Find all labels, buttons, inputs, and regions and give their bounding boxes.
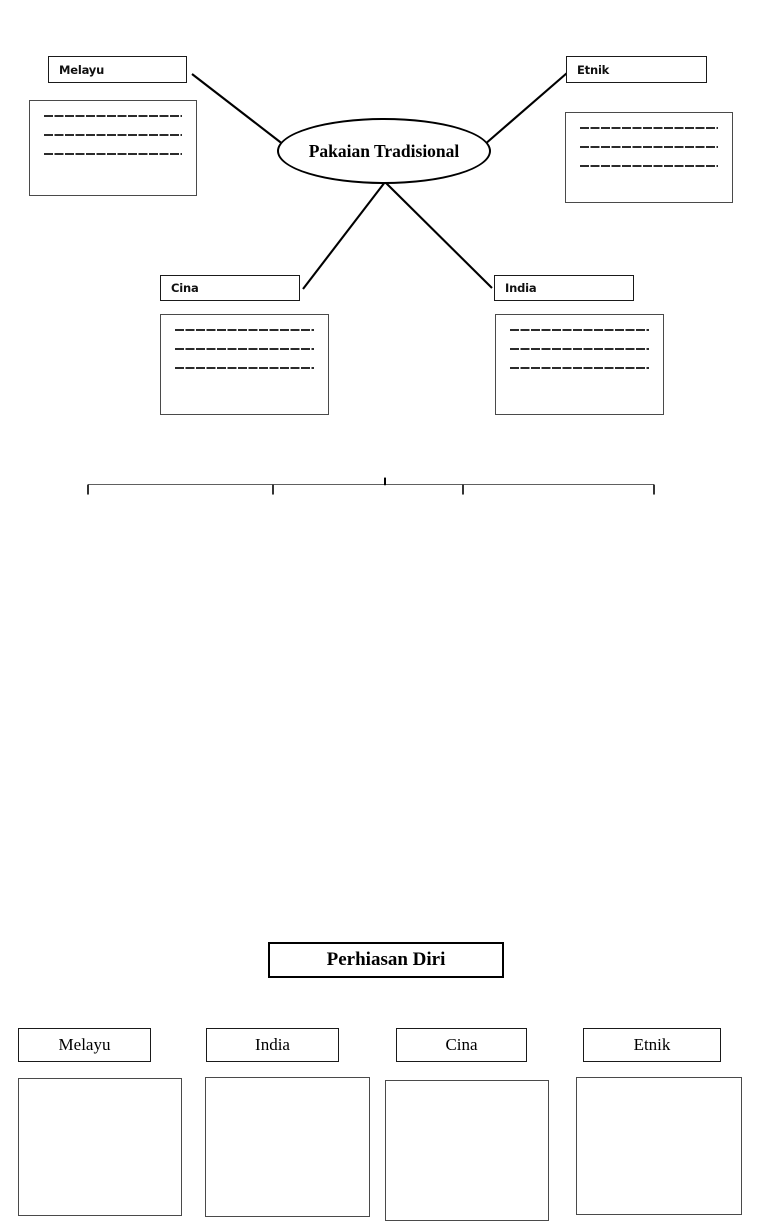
tree-label-etnik[interactable]: Etnik bbox=[583, 1028, 721, 1062]
note-rule bbox=[175, 329, 314, 331]
note-rule bbox=[510, 367, 649, 369]
note-rule bbox=[510, 329, 649, 331]
note-box-cina[interactable] bbox=[160, 314, 329, 415]
note-box-india[interactable] bbox=[495, 314, 664, 415]
tree-label-india[interactable]: India bbox=[206, 1028, 339, 1062]
note-rule bbox=[580, 146, 718, 148]
note-box-etnik[interactable] bbox=[565, 112, 733, 203]
tree-label-melayu-text: Melayu bbox=[58, 1035, 111, 1054]
branch-label-etnik-text: Etnik bbox=[577, 62, 610, 77]
note-rule bbox=[175, 348, 314, 350]
note-box-melayu[interactable] bbox=[29, 100, 197, 196]
branch-label-cina[interactable]: Cina bbox=[160, 275, 300, 301]
note-rule bbox=[175, 367, 314, 369]
note-rule bbox=[510, 348, 649, 350]
pakaian-tradisional-diagram: Pakaian Tradisional Melayu Etnik Cina bbox=[0, 0, 768, 440]
note-rule bbox=[44, 115, 182, 117]
arrow-center-to-etnik bbox=[483, 72, 568, 146]
arrow-center-to-india bbox=[384, 181, 493, 289]
note-rule bbox=[580, 127, 718, 129]
branch-label-india[interactable]: India bbox=[494, 275, 634, 301]
note-rule bbox=[44, 153, 182, 155]
center-node-label: Pakaian Tradisional bbox=[308, 140, 460, 161]
perhiasan-diri-diagram: Perhiasan Diri Melayu India Cina Etnik bbox=[0, 460, 768, 1221]
arrow-center-to-melayu bbox=[191, 73, 285, 146]
answer-box-melayu[interactable] bbox=[18, 1078, 182, 1216]
branch-label-melayu[interactable]: Melayu bbox=[48, 56, 187, 83]
tree-title-perhiasan-diri: Perhiasan Diri bbox=[268, 942, 504, 978]
tree-label-india-text: India bbox=[255, 1035, 290, 1054]
tree-label-cina-text: Cina bbox=[445, 1035, 478, 1054]
center-node-pakaian-tradisional: Pakaian Tradisional bbox=[277, 118, 491, 184]
answer-box-etnik[interactable] bbox=[576, 1077, 742, 1215]
branch-label-melayu-text: Melayu bbox=[59, 62, 105, 77]
branch-label-india-text: India bbox=[505, 281, 537, 295]
tree-label-cina[interactable]: Cina bbox=[396, 1028, 527, 1062]
note-rule bbox=[44, 134, 182, 136]
tree-connector-layer bbox=[87, 477, 655, 495]
arrow-center-to-cina bbox=[302, 181, 386, 290]
tree-label-etnik-text: Etnik bbox=[633, 1035, 671, 1054]
branch-label-cina-text: Cina bbox=[171, 281, 199, 295]
branch-label-etnik[interactable]: Etnik bbox=[566, 56, 707, 83]
note-rule bbox=[580, 165, 718, 167]
answer-box-india[interactable] bbox=[205, 1077, 370, 1217]
tree-label-melayu[interactable]: Melayu bbox=[18, 1028, 151, 1062]
tree-title-text: Perhiasan Diri bbox=[326, 949, 446, 970]
answer-box-cina[interactable] bbox=[385, 1080, 549, 1221]
